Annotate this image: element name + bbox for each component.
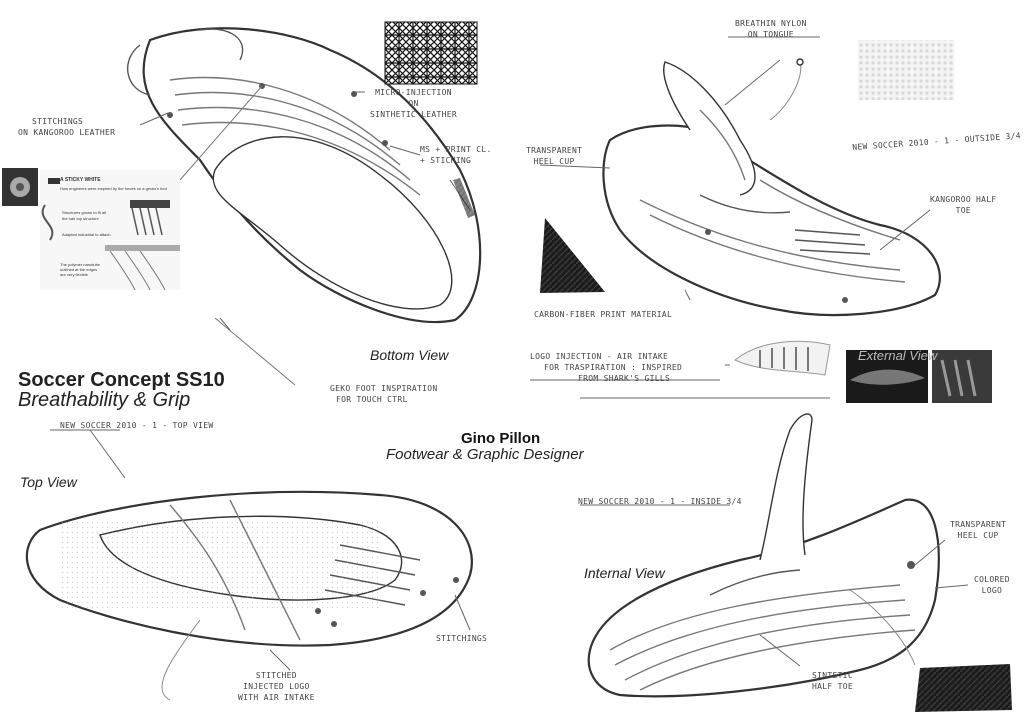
carbon-fiber-swatch bbox=[540, 218, 605, 293]
designer-name: Gino Pillon bbox=[461, 430, 541, 447]
clipping-caption-1: Structures grown to fit all bbox=[62, 210, 107, 215]
concept-title: Soccer Concept SS10 bbox=[18, 369, 225, 391]
internal-view-label: Internal View bbox=[584, 565, 665, 581]
note-new-soccer-top: NEW SOCCER 2010 - 1 - TOP VIEW bbox=[60, 421, 214, 430]
gecko-photo bbox=[2, 168, 38, 206]
note-ms-print: MS + PRINT CL. + STICHING bbox=[420, 145, 492, 165]
note-transparent-heel-cup-right: TRANSPARENT HEEL CUP bbox=[950, 520, 1007, 540]
note-stitchings-bottom: STITCHINGS bbox=[436, 634, 488, 643]
note-geko-inspiration: GEKO FOOT INSPIRATION FOR TOUCH CTRL bbox=[330, 384, 438, 404]
bottom-view-shoe bbox=[127, 27, 482, 386]
concept-subtitle: Breathability & Grip bbox=[18, 389, 191, 411]
note-breathin-nylon: BREATHIN NYLON ON TONGUE bbox=[735, 19, 807, 39]
external-view-label: External View bbox=[858, 348, 938, 363]
note-micro-injection: MICRO-INJECTION ON SINTHETIC LEATHER bbox=[370, 88, 457, 119]
air-intake-logo-render bbox=[734, 340, 831, 376]
note-synthetic-half-toe: SINTETIC HALF TOE bbox=[812, 671, 853, 691]
note-colored-logo: COLORED LOGO bbox=[974, 575, 1010, 595]
carbon-fiber-swatch-small bbox=[915, 664, 1012, 712]
designer-role: Footwear & Graphic Designer bbox=[386, 446, 584, 463]
note-carbon-fiber: CARBON-FIBER PRINT MATERIAL bbox=[534, 310, 673, 319]
clipping-caption-2: the hair top structure bbox=[62, 216, 99, 221]
bottom-view-label: Bottom View bbox=[370, 347, 449, 363]
internal-view-shoe bbox=[587, 413, 940, 698]
note-transparent-heel-cup: TRANSPARENT HEEL CUP bbox=[526, 146, 583, 166]
clipping-lead: How engineers were inspired by the force… bbox=[60, 186, 167, 191]
note-kangaroo-half-toe: KANGOROO HALF TOE bbox=[930, 195, 997, 215]
breathable-mesh-swatch bbox=[858, 40, 954, 100]
top-view-shoe bbox=[25, 490, 473, 701]
external-view-shoe bbox=[602, 58, 941, 317]
top-view-label: Top View bbox=[20, 474, 77, 490]
seam-detail-strip bbox=[453, 178, 475, 218]
clipping-heading: A STICKY WHITE bbox=[60, 177, 101, 183]
note-stitched-logo: STITCHED INJECTED LOGO WITH AIR INTAKE bbox=[238, 671, 315, 702]
note-new-soccer-inside: NEW SOCCER 2010 - 1 - INSIDE 3/4 bbox=[578, 497, 742, 506]
shark-gills-photo bbox=[932, 350, 992, 403]
clipping-body: The polymer nanotube outlined at the edg… bbox=[60, 262, 101, 277]
note-stitchings-kangaroo: STITCHINGS ON KANGOROO LEATHER bbox=[18, 117, 116, 137]
clipping-caption-3: Adapted industrial to attach bbox=[62, 232, 111, 237]
shark-photo bbox=[846, 350, 928, 403]
gecko-clipping-figures bbox=[40, 170, 180, 291]
micro-injection-pattern-swatch bbox=[384, 21, 478, 85]
note-logo-injection: LOGO INJECTION - AIR INTAKE FOR TRASPIRA… bbox=[530, 352, 683, 383]
